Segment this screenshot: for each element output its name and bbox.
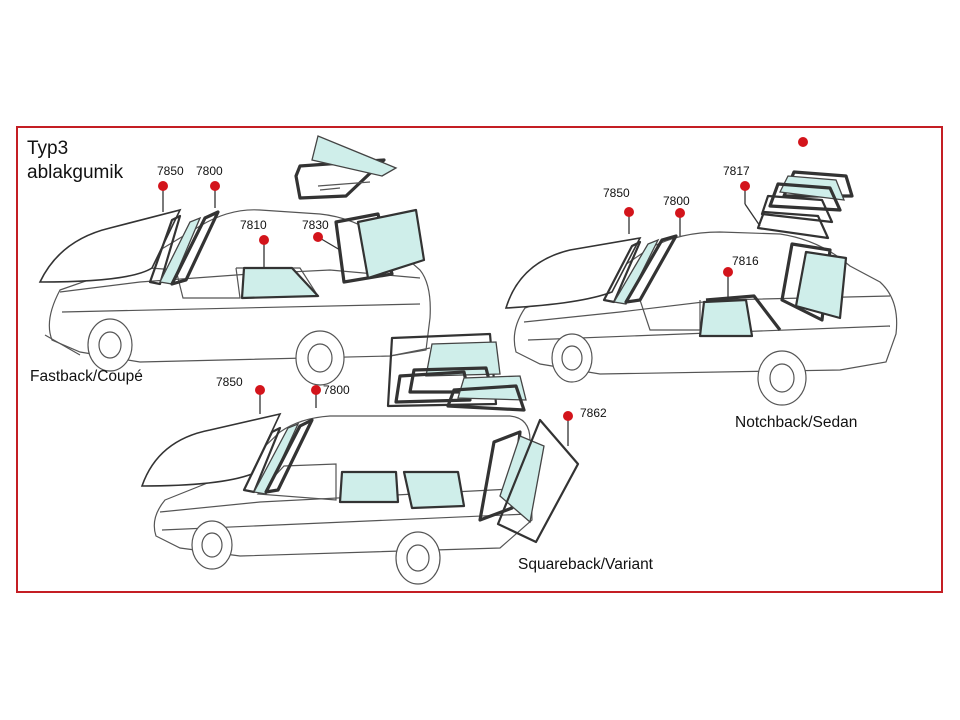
part-code: 7830	[302, 218, 329, 232]
variant-label-fastback: Fastback/Coupé	[30, 368, 143, 385]
diagram-frame	[16, 126, 943, 593]
notchback-car	[504, 170, 898, 406]
part-code: 7800	[323, 383, 350, 397]
title-line-2: ablakgumik	[27, 162, 124, 183]
part-code: 7810	[240, 218, 267, 232]
part-code: 7850	[603, 186, 630, 200]
part-code: 7800	[663, 194, 690, 208]
variant-label-notchback: Notchback/Sedan	[735, 414, 858, 431]
fastback-car	[38, 135, 431, 386]
diagram-title: Typ3 ablakgumik	[27, 137, 123, 185]
variant-label-squareback: Squareback/Variant	[518, 556, 653, 573]
markers	[158, 137, 808, 446]
part-code: 7862	[580, 406, 607, 420]
part-code: 7800	[196, 164, 223, 178]
part-code: 7850	[216, 375, 243, 389]
part-code: 7816	[732, 254, 759, 268]
title-line-1: Typ3	[27, 138, 69, 159]
part-code: 7817	[723, 164, 750, 178]
squareback-car	[140, 332, 580, 585]
part-code: 7850	[157, 164, 184, 178]
